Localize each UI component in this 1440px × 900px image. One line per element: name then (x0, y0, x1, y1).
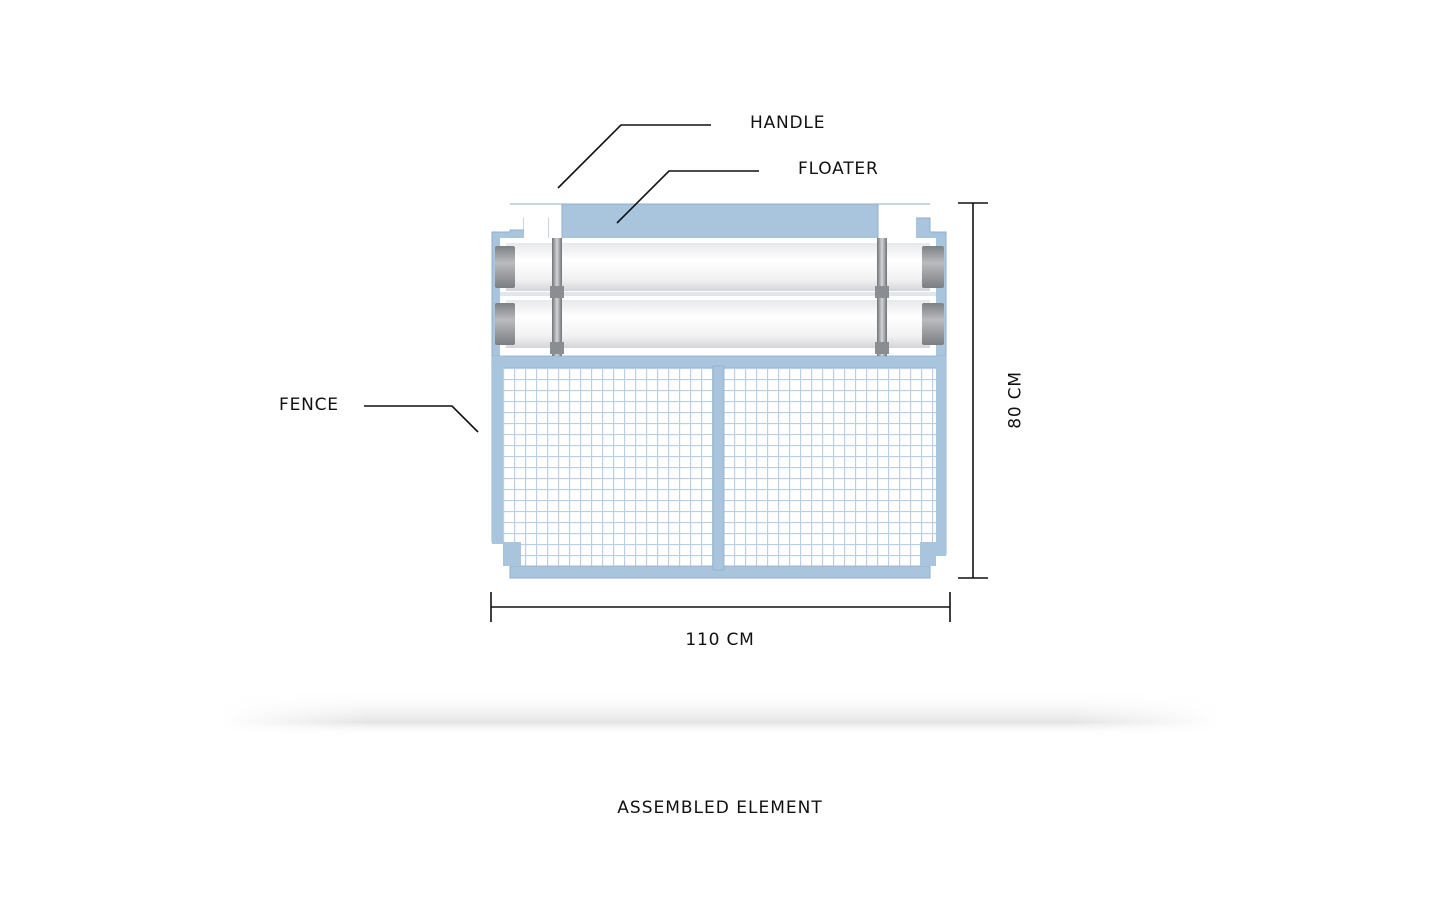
width-dimension (490, 592, 951, 622)
end-cap-right (922, 246, 944, 288)
mesh-panel-left (503, 368, 713, 566)
fence-label: FENCE (279, 395, 339, 415)
dimension-lines (490, 202, 988, 622)
width-dimension-label: 110 CM (685, 630, 755, 650)
mesh-panel-right (724, 368, 936, 566)
height-dimension-label: 80 CM (1005, 371, 1026, 429)
floater-top (495, 243, 944, 291)
handle-label: HANDLE (750, 113, 826, 133)
height-dimension (958, 202, 988, 579)
handle-leader (557, 124, 711, 189)
end-cap-left (495, 246, 515, 288)
fence-center-post (712, 365, 725, 571)
floater-leader (616, 170, 759, 224)
fence-leader (364, 405, 479, 433)
end-cap-right (922, 303, 944, 345)
clamp-right (875, 238, 889, 356)
diagram-caption: ASSEMBLED ELEMENT (617, 798, 823, 818)
leader-lines (364, 124, 759, 433)
end-cap-left (495, 303, 515, 345)
fence (491, 203, 947, 579)
clamp-left (550, 238, 564, 356)
floater-label: FLOATER (798, 159, 879, 179)
floater-bottom (495, 300, 944, 348)
floor-shadow (220, 690, 1220, 736)
floaters (495, 238, 944, 356)
